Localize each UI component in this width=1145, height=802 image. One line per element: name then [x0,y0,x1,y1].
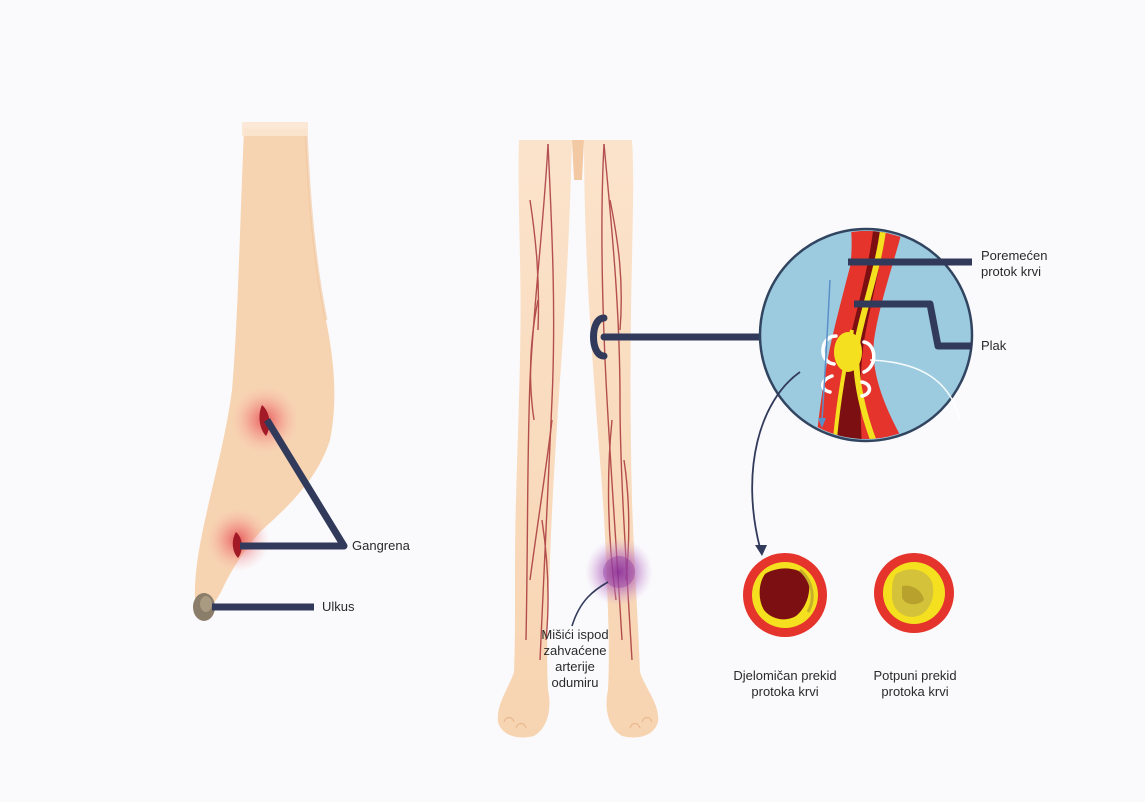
partial-blockage-label: Djelomičan prekid protoka krvi [722,668,848,700]
partial-blockage-line2: protoka krvi [722,684,848,700]
full-blockage-label: Potpuni prekid protoka krvi [862,668,968,700]
dying-muscles-line1: Mišići ispod [535,627,615,643]
artery-zoom-lens [752,220,972,556]
disturbed-flow-label-line1: Poremećen [981,248,1047,264]
disturbed-flow-label: Poremećen protok krvi [981,248,1047,280]
partial-blockage-line1: Djelomičan prekid [722,668,848,684]
ulcer-label: Ulkus [322,599,355,615]
full-blockage-line1: Potpuni prekid [862,668,968,684]
foot-side-view [193,122,344,621]
full-blockage-cross-section [874,553,954,633]
dying-muscles-line2: zahvaćene [535,643,615,659]
gangrene-label: Gangrena [352,538,410,554]
partial-blockage-cross-section [743,553,827,637]
plaque-label: Plak [981,338,1006,354]
dying-muscles-line3: arterije [535,659,615,675]
dying-muscles-label: Mišići ispod zahvaćene arterije odumiru [535,627,615,691]
plaque-deposit [834,332,862,372]
disturbed-flow-label-line2: protok krvi [981,264,1047,280]
dying-muscles-line4: odumiru [535,675,615,691]
full-blockage-line2: protoka krvi [862,684,968,700]
